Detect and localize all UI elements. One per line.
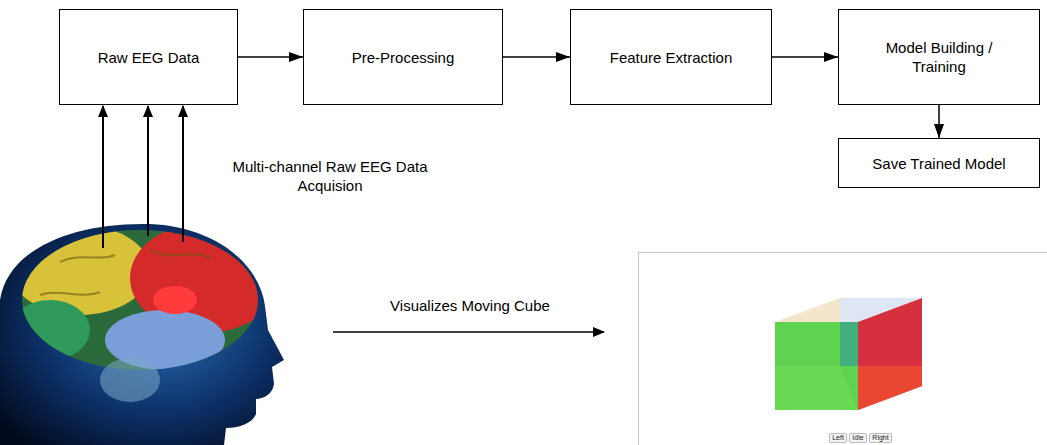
brain-folds <box>40 250 210 295</box>
cube <box>775 298 922 410</box>
box-label: Pre-Processing <box>352 48 455 67</box>
acquisition-arrow <box>147 106 149 236</box>
box-label: Save Trained Model <box>872 154 1005 173</box>
acquisition-arrow <box>102 106 104 248</box>
acquisition-arrow <box>182 106 184 242</box>
flow-arrow <box>238 56 303 58</box>
button-label: Idle <box>852 434 863 442</box>
brain <box>10 223 280 378</box>
cerebellum <box>100 358 160 402</box>
annotation-label: Multi-channel Raw EEG Data Acquision <box>205 157 455 195</box>
flow-arrow <box>503 56 570 58</box>
process-box: Raw EEG Data <box>59 9 238 105</box>
visualize-arrow <box>333 331 604 333</box>
process-box: Save Trained Model <box>838 138 1040 188</box>
ui-button: Right <box>869 433 892 443</box>
flow-arrow <box>938 105 940 138</box>
ui-button: Left <box>829 433 847 443</box>
button-label: Right <box>872 434 888 442</box>
app-window <box>639 253 1047 445</box>
annotation-label: Visualizes Moving Cube <box>330 296 610 315</box>
head-silhouette <box>0 224 284 445</box>
process-box: Model Building / Training <box>838 9 1040 105</box>
box-label: Raw EEG Data <box>98 48 200 67</box>
button-label: Left <box>832 434 844 442</box>
ui-button: Idle <box>849 433 867 443</box>
process-box: Pre-Processing <box>303 9 503 105</box>
flow-arrow <box>772 56 838 58</box>
box-label: Feature Extraction <box>610 48 733 67</box>
process-box: Feature Extraction <box>570 9 772 105</box>
box-label: Model Building / Training <box>864 38 1014 76</box>
